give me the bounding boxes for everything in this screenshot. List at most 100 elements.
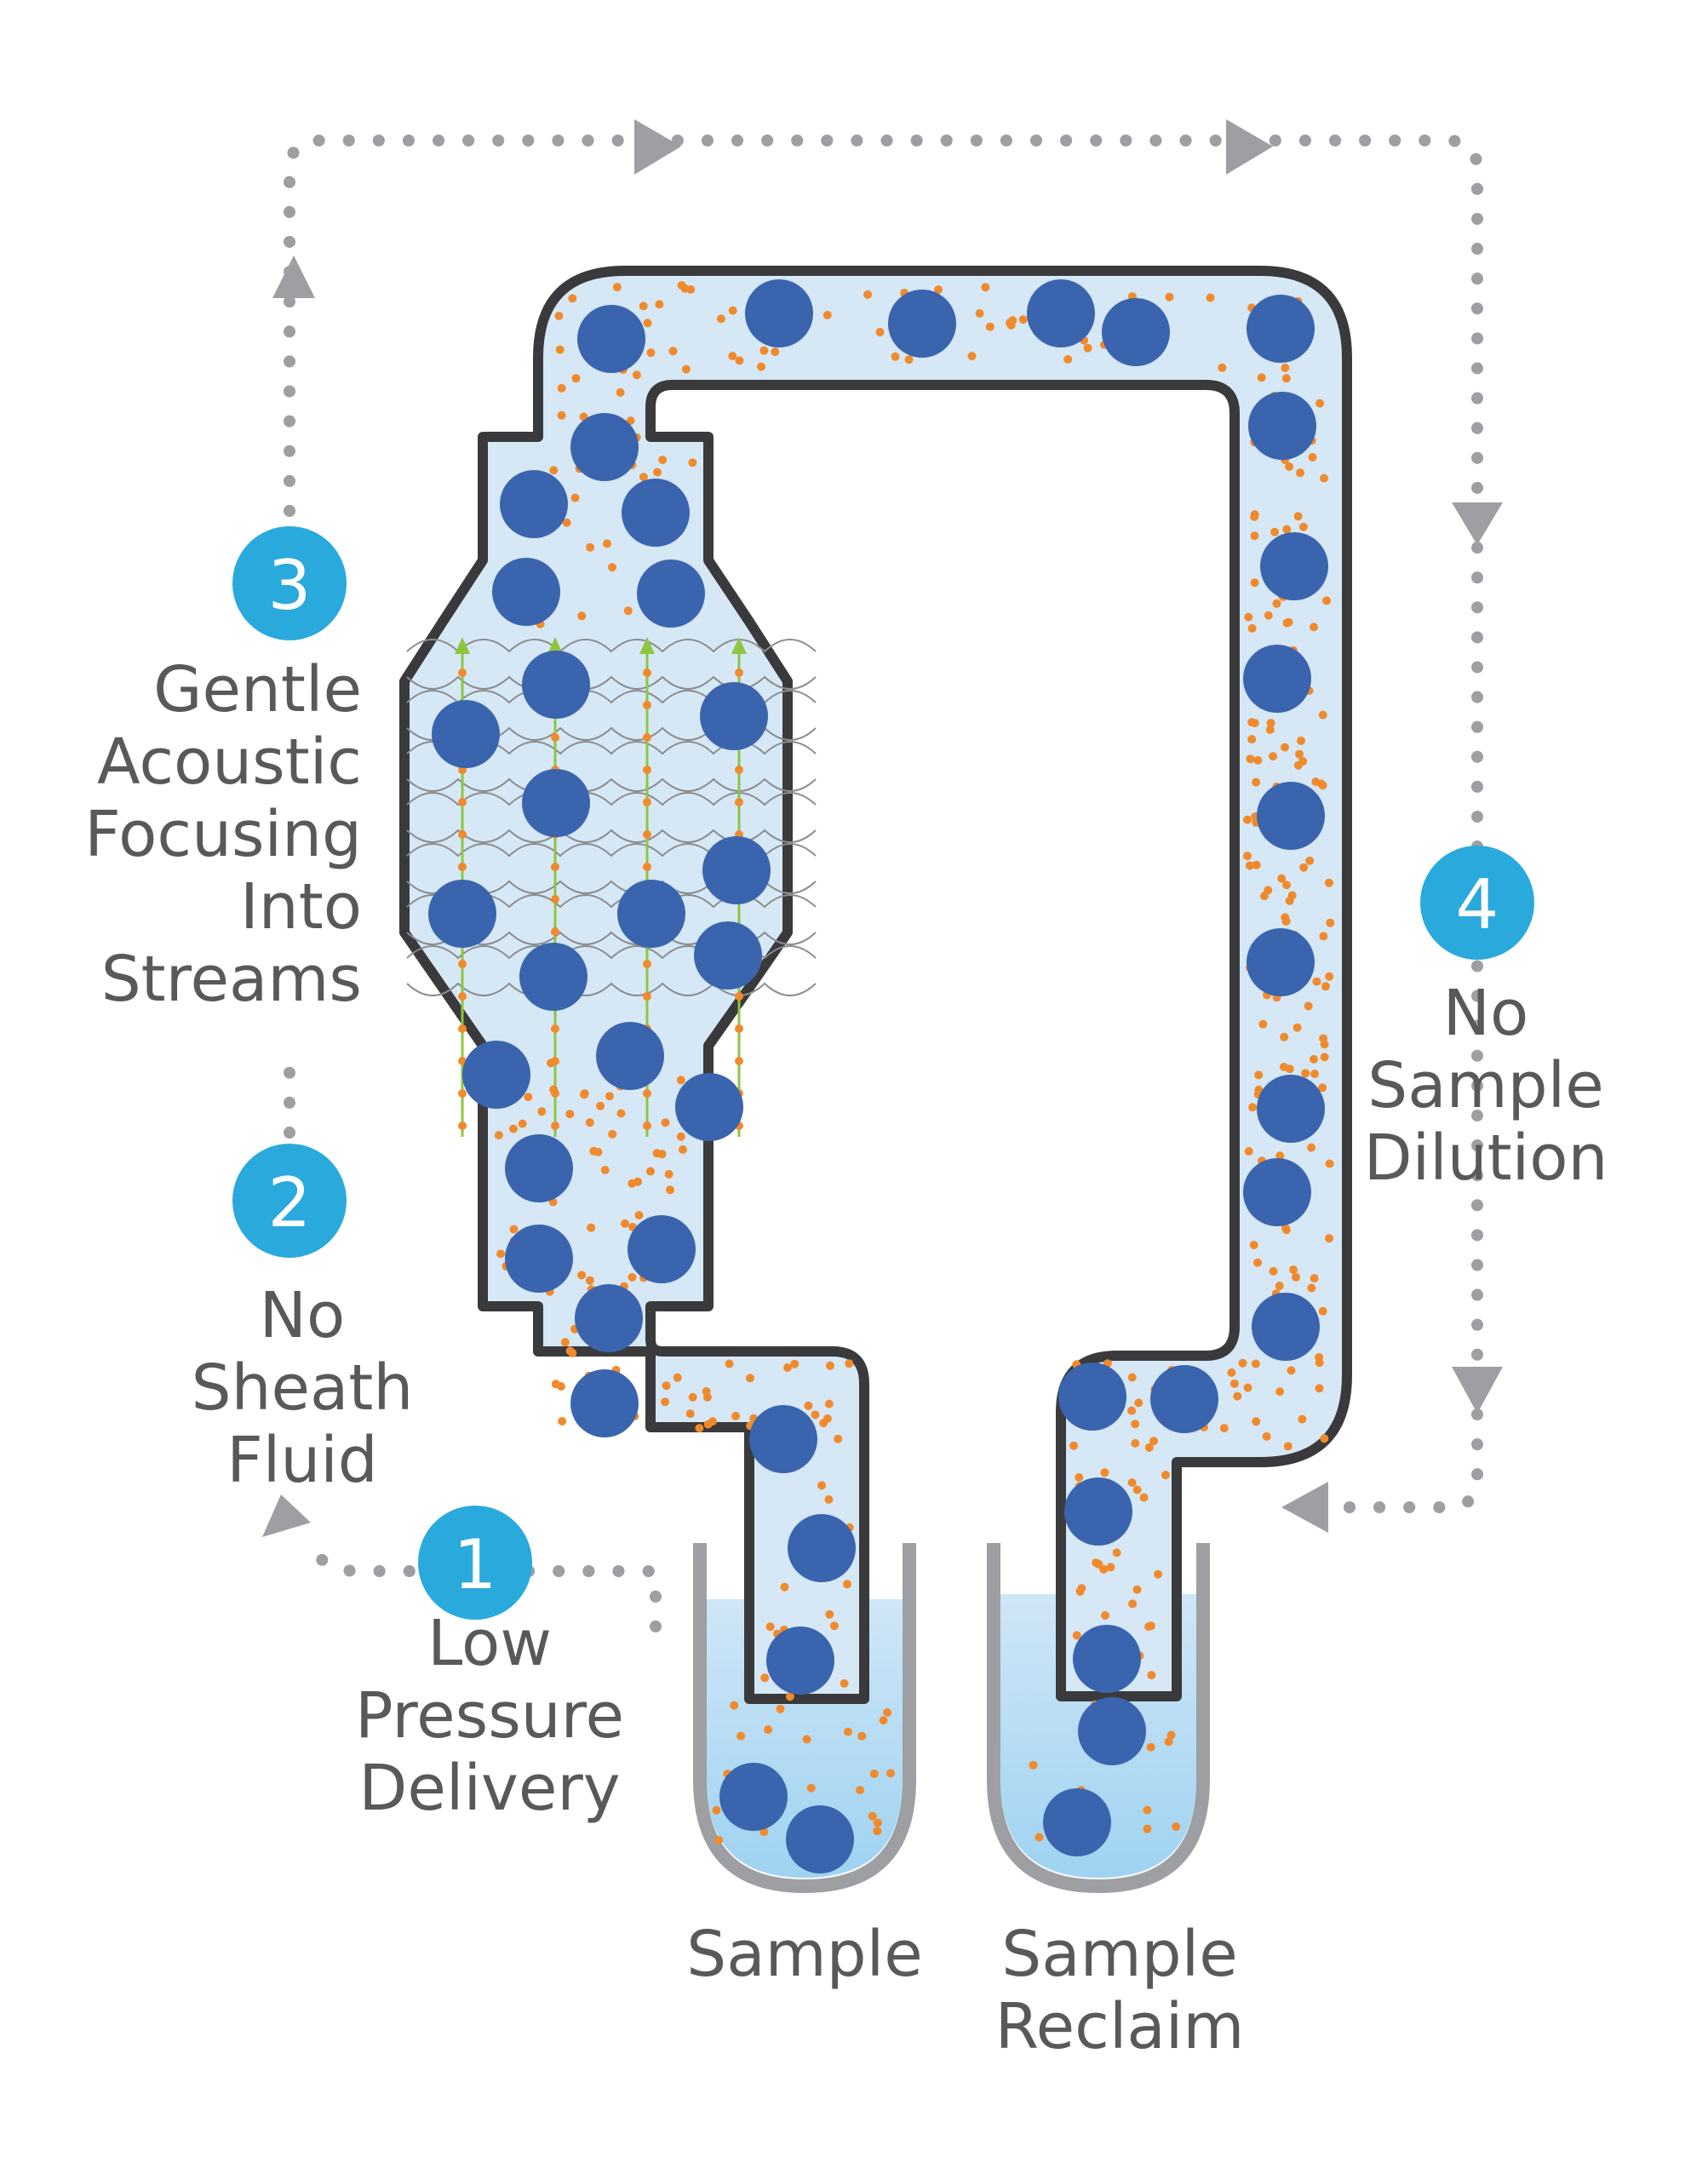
particle-dot xyxy=(776,1704,785,1713)
particle-dot xyxy=(1296,468,1304,478)
standing-wave xyxy=(406,639,817,653)
particle-dot xyxy=(634,1211,644,1220)
step-2-label-line-1: No xyxy=(260,1279,346,1352)
particle-dot xyxy=(673,1373,682,1382)
particle-dot xyxy=(616,387,625,397)
particle-dot xyxy=(509,1124,518,1133)
arrow-top-2-icon xyxy=(1226,119,1273,175)
particle-dot xyxy=(1265,725,1275,734)
arrow-top-left-icon xyxy=(272,255,315,298)
flow-path-top xyxy=(284,135,1483,1513)
particle-dot xyxy=(1277,874,1287,883)
particle-dot xyxy=(643,1089,651,1098)
cell-circle xyxy=(1243,1158,1311,1226)
particle-dot xyxy=(639,473,648,482)
step-1-number: 1 xyxy=(454,1525,497,1604)
reclaim-tube-wall xyxy=(987,1543,1210,1894)
particle-dot xyxy=(1154,1569,1163,1579)
particle-dot xyxy=(643,960,651,968)
particle-dot xyxy=(1320,473,1328,483)
step-2-number: 2 xyxy=(268,1163,312,1242)
particle-dot xyxy=(1143,1824,1152,1833)
particle-dot xyxy=(712,1805,721,1815)
step-3-label-line-2: Acoustic xyxy=(97,726,362,799)
reclaim-tube-label-line-1: Sample xyxy=(1001,1918,1237,1991)
particle-dot xyxy=(981,283,990,292)
particle-dot xyxy=(1149,1437,1158,1446)
particle-dot xyxy=(643,733,651,742)
particle-dot xyxy=(1281,913,1290,922)
particle-dot xyxy=(458,992,467,1001)
standing-wave xyxy=(406,792,817,806)
particle-dot xyxy=(688,1392,697,1402)
cell-circle xyxy=(1058,1362,1126,1431)
particle-dot xyxy=(873,1818,882,1827)
cell-circle xyxy=(492,558,560,626)
particle-dot xyxy=(586,542,595,552)
particle-dot xyxy=(1325,1159,1334,1168)
particle-dot xyxy=(1318,1306,1327,1316)
particle-dot xyxy=(1245,861,1254,870)
cell-circle xyxy=(1150,1365,1218,1433)
particle-dot xyxy=(760,1673,770,1683)
cell-circle xyxy=(719,1763,788,1831)
particle-dot xyxy=(834,1434,843,1443)
cell-circle xyxy=(1078,1697,1146,1765)
cell-circle xyxy=(462,1041,530,1109)
particle-dot xyxy=(1321,982,1330,991)
cell-circle xyxy=(786,1805,854,1873)
particle-dot xyxy=(934,285,943,295)
particle-dot xyxy=(458,1024,467,1033)
step-2: 2 No Sheath Fluid xyxy=(192,1144,413,1497)
particle-dot xyxy=(1132,1585,1142,1594)
particle-dot xyxy=(856,1786,864,1795)
cell-circle xyxy=(1252,1293,1320,1361)
particle-dot xyxy=(1253,1258,1262,1267)
particle-dot xyxy=(657,1150,667,1159)
particle-dot xyxy=(714,1836,724,1844)
particle-dot xyxy=(1282,525,1292,534)
cell-circle xyxy=(617,880,685,948)
particle-dot xyxy=(1252,1417,1261,1426)
particle-dot xyxy=(1147,1671,1156,1680)
particle-dot xyxy=(1312,977,1321,986)
particle-dot xyxy=(1233,1391,1242,1401)
particle-dot xyxy=(688,458,697,468)
particle-dot xyxy=(1106,1563,1115,1572)
particle-dot xyxy=(554,312,564,320)
particle-dot xyxy=(1172,1822,1181,1831)
particle-dot xyxy=(577,1271,587,1280)
cell-circle xyxy=(575,1284,643,1352)
particle-dot xyxy=(817,1481,827,1490)
particle-dot xyxy=(1297,736,1305,745)
particle-dot xyxy=(819,1419,828,1428)
particle-dot xyxy=(1247,623,1257,633)
step-4-number: 4 xyxy=(1456,865,1499,944)
particle-dot xyxy=(735,992,743,1001)
particle-dot xyxy=(879,1716,888,1725)
cell-circle xyxy=(1247,928,1315,996)
particle-dot xyxy=(1248,1103,1258,1112)
particle-dot xyxy=(1127,1478,1137,1487)
particle-dot xyxy=(1219,1424,1229,1433)
particle-dot xyxy=(1301,1069,1310,1078)
particle-dot xyxy=(1006,320,1016,330)
particle-dot xyxy=(1164,1737,1173,1747)
particle-dot xyxy=(1243,852,1252,861)
step-4-badge-icon xyxy=(1420,846,1534,960)
particle-dot xyxy=(1315,1384,1324,1393)
particle-dot xyxy=(1166,1730,1176,1740)
particle-dot xyxy=(1325,972,1334,981)
particle-dot xyxy=(844,1727,852,1736)
flow-arrowheads xyxy=(262,119,1503,1537)
particle-dot xyxy=(1293,760,1303,770)
particle-dot xyxy=(785,1692,794,1701)
particle-dot xyxy=(1315,399,1325,408)
particle-dot xyxy=(730,1701,739,1710)
sample-tube-label: Sample xyxy=(686,1918,922,1991)
particle-dot xyxy=(1319,932,1328,941)
particle-dot xyxy=(1075,1473,1084,1482)
particle-dot xyxy=(551,1024,559,1033)
